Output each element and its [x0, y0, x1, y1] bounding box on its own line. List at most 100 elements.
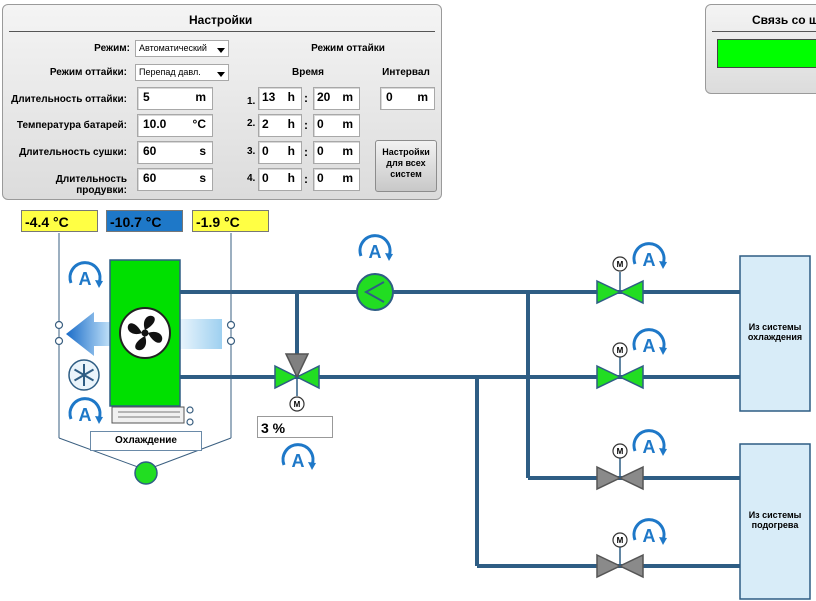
- motor-label: M: [617, 260, 624, 269]
- battery-temp-unit: °C: [192, 117, 206, 131]
- battery-temp-label: Температура батарей:: [16, 120, 127, 131]
- schedule-index: 2.: [247, 118, 256, 129]
- auto-letter: A: [643, 336, 656, 356]
- defrost-schedule-header: Режим оттайки: [311, 43, 385, 54]
- defrost-mode-value: Перепад давл.: [139, 67, 201, 77]
- drip-tray-icon: [111, 406, 185, 424]
- time-colon: :: [304, 145, 308, 159]
- sensor-point: [226, 336, 236, 346]
- defrost-duration-label: Длительность оттайки:: [11, 94, 127, 105]
- intake-air-icon: [180, 319, 222, 349]
- purge-duration-field[interactable]: 60 s: [137, 168, 213, 191]
- auto-mode-icon: A: [632, 518, 667, 546]
- interval-field[interactable]: 0 m: [380, 87, 435, 110]
- purge-duration-unit: s: [199, 171, 206, 185]
- motor-icon: [612, 256, 628, 272]
- interval-value: 0: [386, 90, 393, 104]
- interval-unit: m: [417, 90, 428, 104]
- temp-center: -10.7 °C: [106, 210, 183, 232]
- defrost-mode-select[interactable]: Перепад давл.: [135, 64, 229, 81]
- unit-mode-label: Охлаждение: [90, 431, 202, 451]
- minutes-unit: m: [342, 144, 353, 158]
- connection-panel: Связь со щ: [705, 4, 816, 94]
- mode-value: Автоматический: [139, 43, 207, 53]
- schedule-hours-field[interactable]: 0 h: [258, 168, 302, 191]
- purge-duration-value: 60: [143, 171, 157, 185]
- cooling-source-box: [739, 255, 811, 412]
- schedule-minutes-field[interactable]: 0 m: [313, 168, 360, 191]
- hours-unit: h: [287, 144, 295, 158]
- connection-title: Связь со щ: [752, 13, 816, 27]
- schedule-minutes-field[interactable]: 0 m: [313, 141, 360, 164]
- sensor-point: [54, 336, 64, 346]
- sensor-point: [186, 406, 194, 414]
- auto-letter: A: [643, 437, 656, 457]
- time-colon: :: [304, 91, 308, 105]
- minutes-value: 0: [317, 171, 324, 185]
- connection-status-indicator: [717, 39, 816, 68]
- motor-label: M: [617, 536, 624, 545]
- mode-select[interactable]: Автоматический: [135, 40, 229, 57]
- settings-panel: Настройки Режим: Автоматический Режим от…: [2, 4, 442, 200]
- temp-right: -1.9 °C: [192, 210, 269, 232]
- circulation-pump[interactable]: [356, 273, 394, 311]
- auto-mode-icon: A: [68, 397, 103, 425]
- motor-icon: [612, 443, 628, 459]
- minutes-unit: m: [342, 90, 353, 104]
- chevron-down-icon: [217, 48, 225, 53]
- battery-temp-value: 10.0: [143, 117, 167, 131]
- hours-unit: h: [287, 117, 295, 131]
- exhaust-air-arrow-icon: [66, 312, 110, 356]
- connection-divider: [712, 31, 816, 32]
- temp-left: -4.4 °C: [21, 210, 98, 232]
- hours-value: 13: [262, 90, 276, 104]
- fan-icon: [119, 307, 171, 359]
- defrost-duration-value: 5: [143, 90, 150, 104]
- motor-icon: [612, 342, 628, 358]
- defrost-duration-field[interactable]: 5 m: [137, 87, 213, 110]
- three-way-valve[interactable]: [274, 353, 320, 396]
- motor-label: M: [294, 400, 301, 409]
- heating-source-label: Из системы подогрева: [748, 510, 802, 530]
- drying-duration-unit: s: [199, 144, 206, 158]
- cooling-source-label: Из системы охлаждения: [747, 322, 803, 342]
- cooling-supply-valve[interactable]: [596, 272, 644, 305]
- auto-letter: A: [292, 451, 305, 471]
- all-systems-settings-button[interactable]: Настройки для всех систем: [375, 140, 437, 192]
- auto-letter: A: [79, 405, 92, 425]
- hours-value: 0: [262, 144, 269, 158]
- battery-temp-field[interactable]: 10.0 °C: [137, 114, 213, 137]
- schedule-minutes-field[interactable]: 0 m: [313, 114, 360, 137]
- time-header: Время: [292, 67, 324, 78]
- auto-mode-icon: A: [632, 429, 667, 457]
- valve-position-readout: 3 %: [257, 416, 333, 438]
- snowflake-icon: [68, 359, 100, 391]
- sensor-point: [226, 320, 236, 330]
- schedule-hours-field[interactable]: 0 h: [258, 141, 302, 164]
- hours-unit: h: [287, 90, 295, 104]
- hours-value: 0: [262, 171, 269, 185]
- sensor-point: [54, 320, 64, 330]
- defrost-duration-unit: m: [195, 90, 206, 104]
- motor-icon: [612, 532, 628, 548]
- auto-letter: A: [643, 526, 656, 546]
- minutes-value: 0: [317, 117, 324, 131]
- auto-letter: A: [79, 269, 92, 289]
- auto-mode-icon: A: [632, 242, 667, 270]
- auto-mode-icon: A: [281, 443, 316, 471]
- schedule-hours-field[interactable]: 2 h: [258, 114, 302, 137]
- defrost-mode-label: Режим оттайки:: [49, 67, 127, 78]
- drying-duration-label: Длительность сушки:: [19, 147, 127, 158]
- heating-source-box: [739, 443, 811, 600]
- unit-pump[interactable]: [134, 461, 158, 485]
- drying-duration-field[interactable]: 60 s: [137, 141, 213, 164]
- cooling-return-valve[interactable]: [596, 357, 644, 390]
- schedule-hours-field[interactable]: 13 h: [258, 87, 302, 110]
- heating-supply-valve[interactable]: [596, 458, 644, 491]
- motor-label: M: [617, 447, 624, 456]
- heating-return-valve[interactable]: [596, 546, 644, 579]
- auto-mode-icon: A: [68, 261, 103, 289]
- motor-label: M: [617, 346, 624, 355]
- schedule-minutes-field[interactable]: 20 m: [313, 87, 360, 110]
